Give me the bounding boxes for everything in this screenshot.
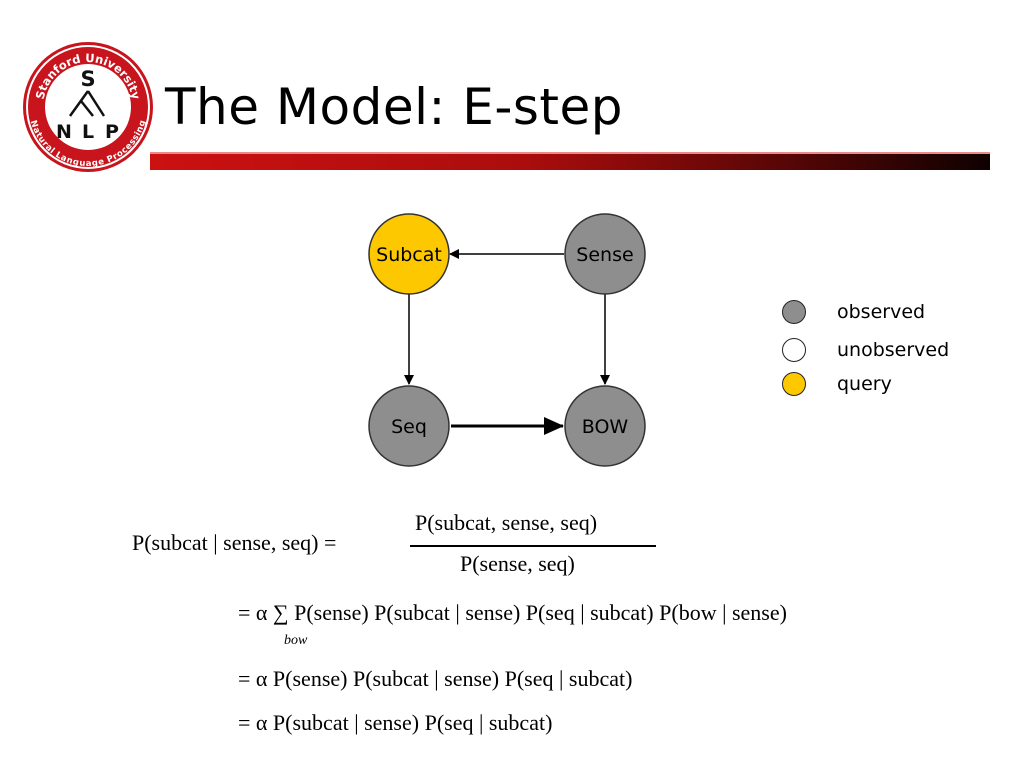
equation-denominator: P(sense, seq)	[460, 551, 575, 576]
svg-text:N: N	[56, 121, 72, 143]
legend-observed-label: observed	[837, 301, 926, 323]
legend-item-query: query	[782, 369, 892, 399]
node-sense	[564, 213, 646, 295]
stanford-nlp-logo: Stanford University Natural Language Pro…	[23, 42, 153, 172]
node-bow-label: BOW	[582, 416, 629, 438]
legend-item-unobserved: unobserved	[782, 335, 949, 365]
legend: observed unobserved query	[782, 294, 1002, 404]
slide-title: The Model: E-step	[165, 78, 624, 136]
equation-lhs: P(subcat | sense, seq) =	[132, 530, 337, 555]
legend-item-observed: observed	[782, 297, 925, 327]
node-sense-label: Sense	[576, 244, 633, 266]
svg-text:P: P	[105, 121, 119, 143]
node-subcat-label: Subcat	[376, 244, 442, 266]
svg-text:L: L	[82, 121, 94, 143]
title-bar	[150, 154, 990, 170]
node-seq	[368, 385, 450, 467]
legend-query-label: query	[837, 373, 892, 395]
legend-unobserved-label: unobserved	[837, 339, 950, 361]
svg-text:S: S	[80, 67, 95, 91]
equation-numerator: P(subcat, sense, seq)	[415, 510, 598, 535]
equation-line-2: = α ∑ P(sense) P(subcat | sense) P(seq |…	[238, 600, 787, 625]
legend-observed-swatch	[782, 300, 806, 324]
legend-unobserved-swatch	[782, 338, 806, 362]
node-bow	[564, 385, 646, 467]
equation-sum-index: bow	[284, 633, 308, 648]
node-subcat	[368, 213, 450, 295]
equation-line-4: = α P(subcat | sense) P(seq | subcat)	[238, 710, 553, 735]
equation-line-3: = α P(sense) P(subcat | sense) P(seq | s…	[238, 666, 633, 691]
legend-query-swatch	[782, 372, 806, 396]
graphical-model-diagram: Subcat Sense Seq BOW	[368, 213, 646, 467]
fraction-bar	[410, 545, 656, 547]
title-bar-highlight	[150, 152, 990, 154]
node-seq-label: Seq	[391, 416, 427, 438]
